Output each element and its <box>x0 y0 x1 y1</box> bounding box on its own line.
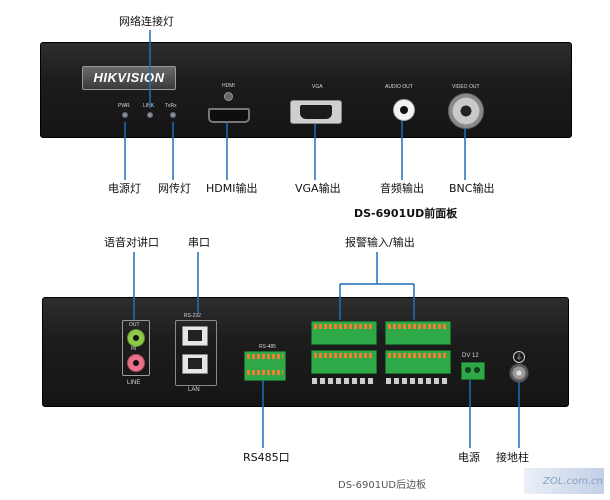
alarm-number-strip-1 <box>312 378 374 384</box>
hdmi-port <box>208 108 250 123</box>
rs232-port <box>182 326 208 346</box>
led-pwr <box>122 112 128 118</box>
hikvision-logo: HIKVISION <box>82 66 176 90</box>
back-panel <box>42 297 569 407</box>
vga-port <box>290 100 342 124</box>
alarm-number-strip-2 <box>386 378 448 384</box>
intercom-out-jack <box>127 329 145 347</box>
watermark-logo <box>524 468 604 494</box>
annotation-rs485: RS485口 <box>243 451 290 464</box>
annotation-power: 电源 <box>458 451 480 464</box>
audio-out-label: AUDIO OUT <box>385 84 413 90</box>
dc-power-terminal <box>461 362 485 380</box>
dv12-tag: DV 12 <box>462 353 479 359</box>
alarm-terminal-1 <box>311 321 377 345</box>
annotation-serial: 串口 <box>188 236 210 249</box>
ground-stud <box>509 363 529 383</box>
lan-port <box>182 354 208 374</box>
back-panel-caption: DS-6901UD后边板 <box>338 480 427 491</box>
led-link <box>147 112 153 118</box>
annotation-transfer-light: 网传灯 <box>158 182 191 195</box>
rs485-tag: RS-485 <box>259 344 276 350</box>
front-panel-caption: DS-6901UD前面板 <box>354 207 458 220</box>
annotation-bnc-out: BNC输出 <box>449 182 495 195</box>
led-label-pwr: PWR <box>118 103 130 109</box>
rs232-frame <box>175 320 217 386</box>
ground-symbol-icon: ⏚ <box>513 351 525 363</box>
bnc-connector <box>448 93 484 129</box>
annotation-power-light: 电源灯 <box>108 182 141 195</box>
audio-out-tag: OUT <box>129 322 140 328</box>
annotation-audio-out: 音频输出 <box>380 182 424 195</box>
annotation-network-light: 网络连接灯 <box>119 15 174 28</box>
led-txrx <box>170 112 176 118</box>
vga-label: VGA <box>312 84 323 90</box>
rs232-tag: RS-232 <box>184 313 201 319</box>
annotation-ground: 接地柱 <box>496 451 529 464</box>
hdmi-screw <box>224 92 233 101</box>
lan-tag: LAN <box>188 387 200 393</box>
video-out-label: VIDEO OUT <box>452 84 480 90</box>
rs485-terminal <box>244 351 286 381</box>
audio-out-jack <box>393 99 415 121</box>
hdmi-label: HDMI <box>222 83 235 89</box>
alarm-terminal-2 <box>311 350 377 374</box>
audio-jack-frame <box>122 320 150 376</box>
alarm-terminal-3 <box>385 321 451 345</box>
annotation-hdmi-out: HDMI输出 <box>206 182 258 195</box>
annotation-alarm-io: 报警输入/输出 <box>345 236 415 249</box>
intercom-in-jack <box>127 354 145 372</box>
audio-in-tag: IN <box>131 346 136 352</box>
annotation-vga-out: VGA输出 <box>295 182 341 195</box>
alarm-terminal-4 <box>385 350 451 374</box>
led-label-txrx: TxRx <box>165 103 177 109</box>
annotation-intercom: 语音对讲口 <box>104 236 159 249</box>
watermark-text: ZOL.com.cn <box>543 476 603 487</box>
led-label-link: LINK <box>143 103 155 109</box>
line-tag: LINE <box>127 380 141 386</box>
